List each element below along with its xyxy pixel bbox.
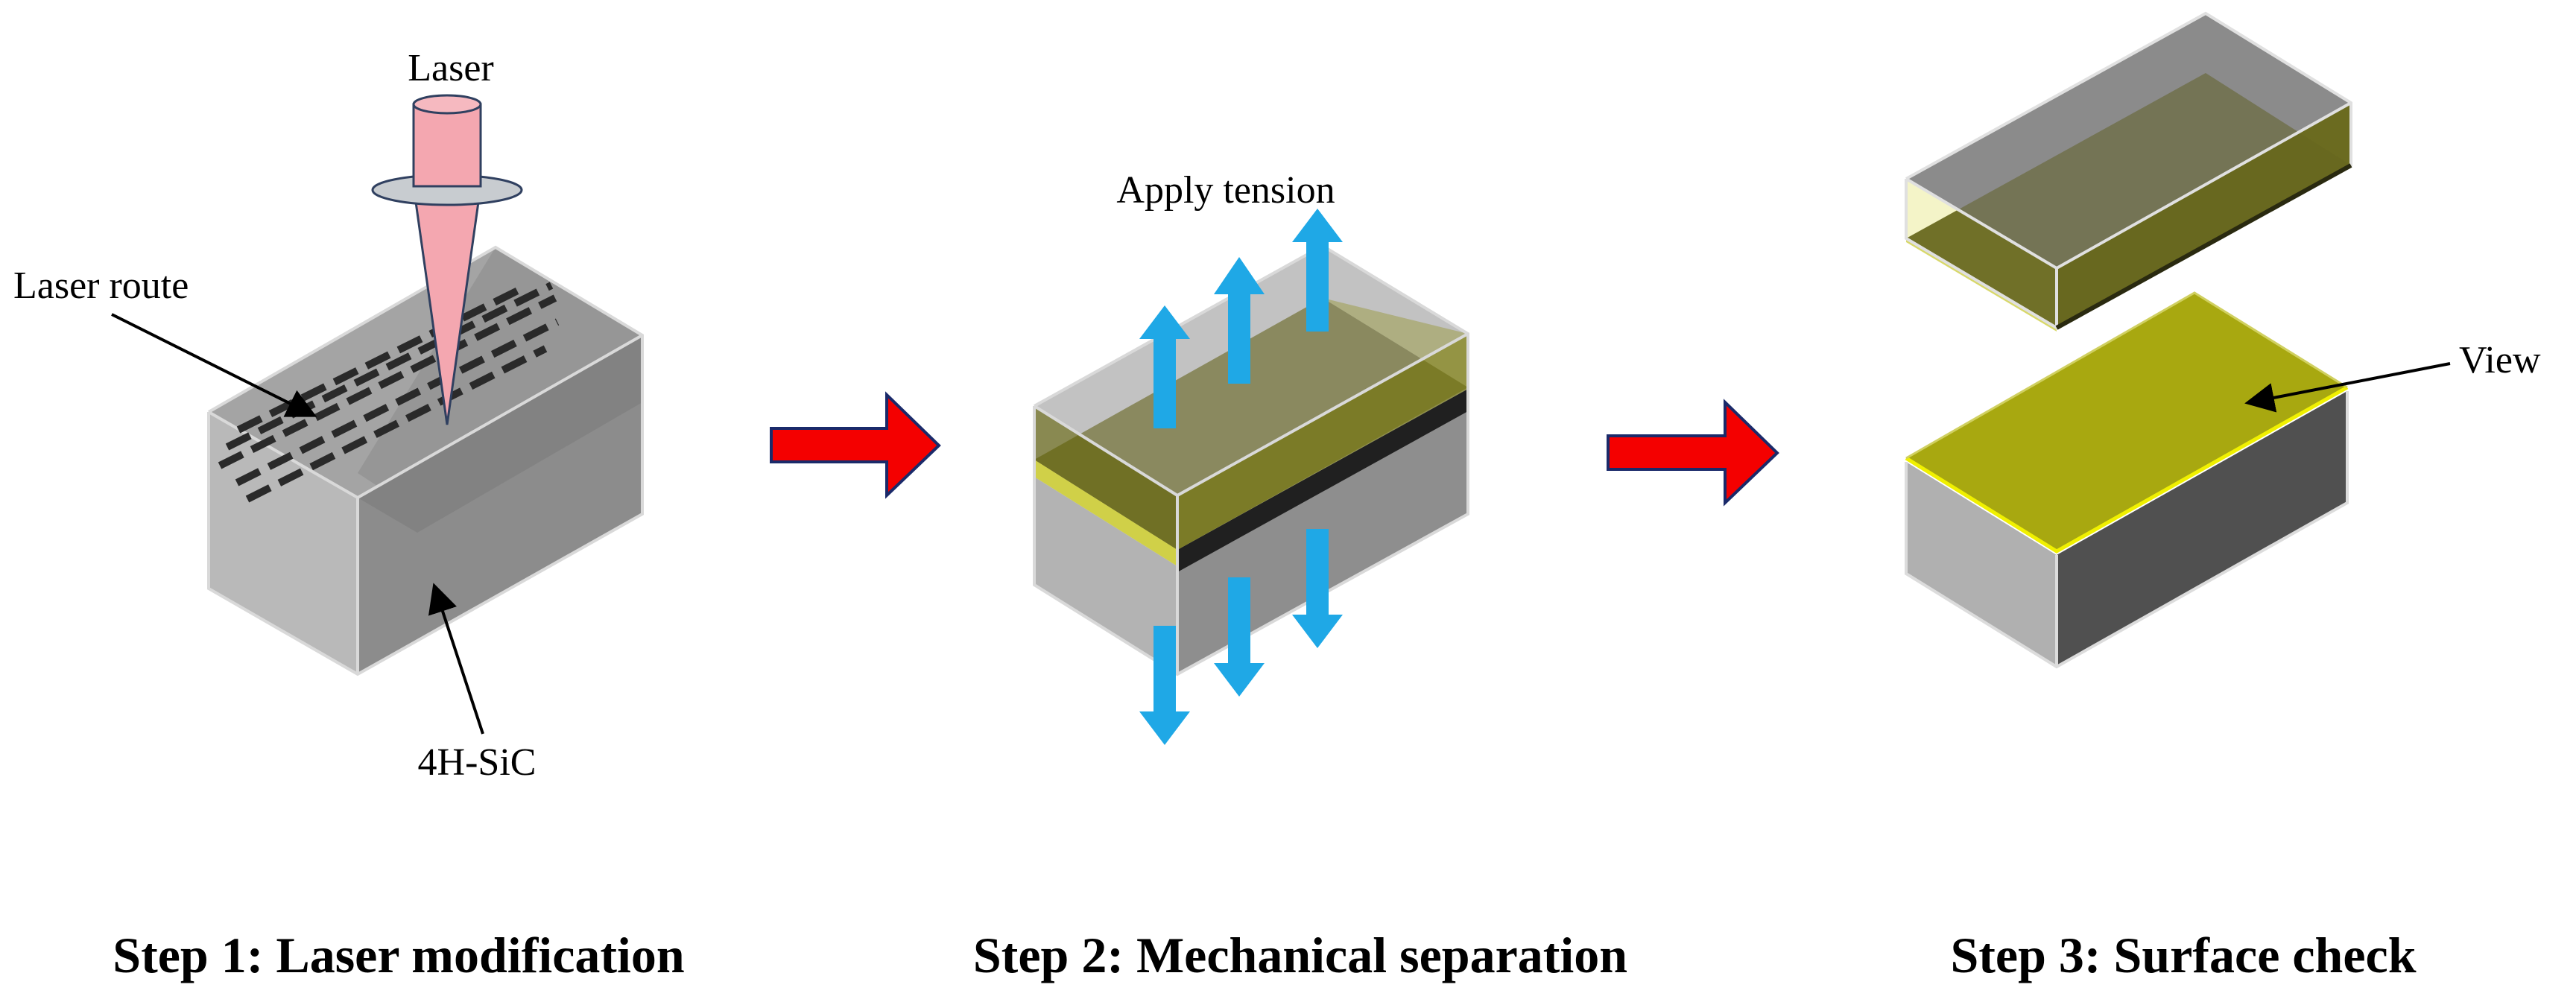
laser-body	[412, 103, 482, 188]
apply-tension-label: Apply tension	[1116, 169, 1335, 212]
process-arrow-2	[1607, 399, 1779, 507]
tension-arrow-down-1	[1139, 626, 1190, 745]
step3-lower-right	[2057, 391, 2347, 667]
material-pointer	[428, 583, 484, 735]
material-label: 4H-SiC	[418, 741, 537, 784]
step3-exposed-surface	[1906, 293, 2347, 551]
laser-route-label: Laser route	[13, 264, 189, 307]
tension-arrow-down-2	[1214, 577, 1265, 697]
step2-block	[1033, 244, 1469, 676]
tension-arrow-down-3	[1292, 529, 1343, 648]
tension-arrow-up-1	[1139, 305, 1190, 428]
step3-lower-piece	[1905, 291, 2349, 669]
view-pointer	[2244, 362, 2451, 413]
laser-label: Laser	[408, 47, 493, 89]
tension-arrow-up-2	[1214, 257, 1265, 384]
tension-arrow-up-3	[1292, 209, 1343, 332]
step3-lower-front	[1906, 462, 2057, 667]
laser-top	[412, 94, 482, 115]
step2-layer-front	[1034, 460, 1177, 566]
step2-right-upper	[1177, 334, 1468, 550]
step2-front-lower	[1034, 477, 1177, 674]
tension-arrows-down	[1139, 529, 1343, 745]
step3-caption: Step 3: Surface check	[1950, 927, 2416, 983]
step2-separation-edge	[1177, 389, 1468, 572]
tension-arrows-up	[1139, 209, 1343, 428]
step1-top-face	[209, 247, 642, 498]
step3-upper-piece	[1905, 11, 2352, 332]
step2-front-upper	[1034, 406, 1177, 550]
laser-route-pointer	[111, 313, 317, 417]
step1-caption: Step 1: Laser modification	[113, 927, 685, 983]
step2-caption: Step 2: Mechanical separation	[973, 927, 1627, 983]
process-arrow-1	[770, 391, 941, 499]
view-label: View	[2459, 339, 2541, 381]
step1-shade	[358, 335, 642, 533]
laser-head	[371, 94, 523, 425]
